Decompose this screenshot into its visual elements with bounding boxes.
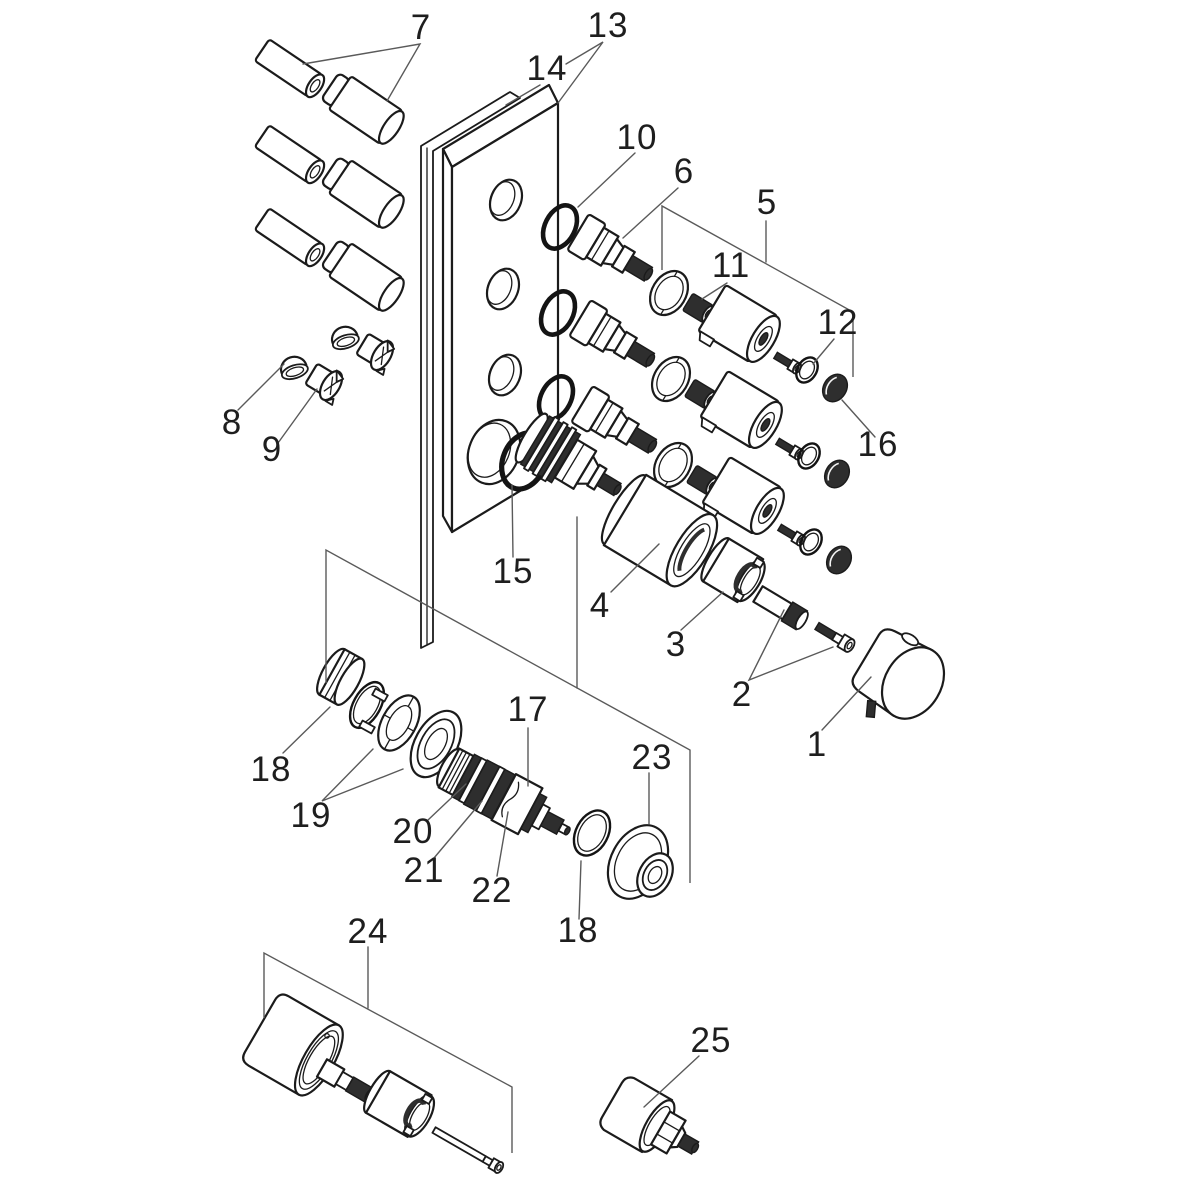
carrier-rail-14 [420,91,521,649]
spindle-2 [752,585,809,631]
handle-24 [242,993,344,1097]
thin-ring [348,680,386,730]
handle-service-set-24 [242,993,505,1174]
o-ring-18 [572,809,612,857]
thermostat-cartridge-exploded-group [316,647,674,900]
shutoff-valve-row-1 [567,214,852,406]
screw-collar-18 [316,647,366,706]
bracket-group-5 [661,204,854,377]
filters-and-check-valves [276,322,401,407]
thermostat-cartridge-17 [436,747,571,836]
group-brackets [263,204,854,1153]
threaded-connectors-7 [253,38,410,317]
set-screw-1 [865,699,877,719]
bracket-group-24 [263,951,513,1153]
handle-1 [851,628,946,720]
flanged-plug-23 [606,824,674,900]
leader-lines [237,41,876,1108]
thermostat-axis [499,412,946,720]
plate-hole [488,178,524,222]
screw-2 [813,621,856,653]
plate-hole [485,267,521,311]
extension-cartridge-25 [599,1076,700,1156]
plate-hole [487,353,523,397]
thermostat-cartridge-installed [514,412,622,497]
stop-ring-3 [700,537,766,604]
bracket-group-17 [325,548,691,883]
long-screw-24 [431,1126,505,1174]
stop-ring-24 [363,1069,436,1138]
